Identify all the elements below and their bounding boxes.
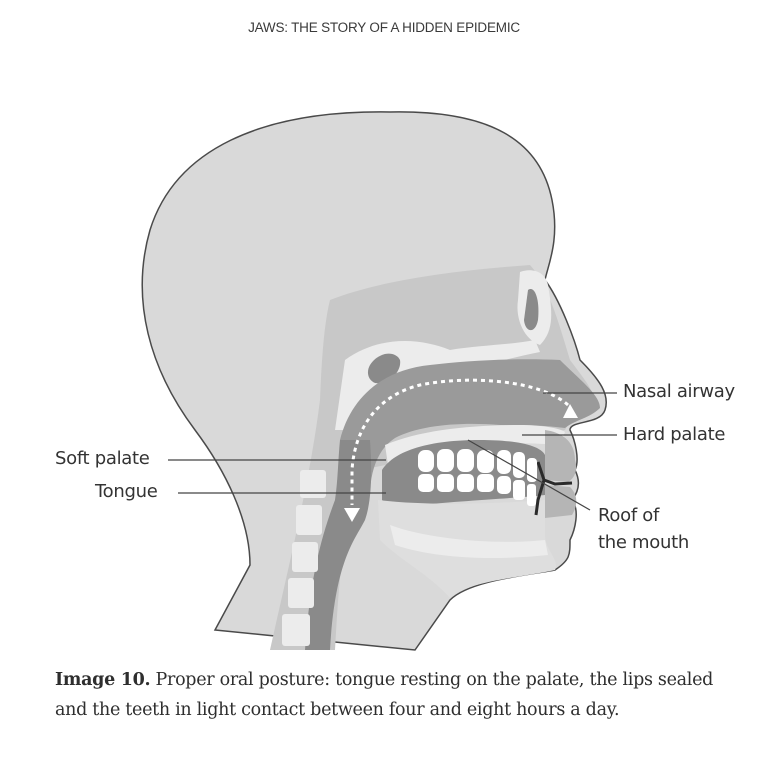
caption-text: Proper oral posture: tongue resting on t… [55,670,714,720]
airflow-arrow-down-icon [344,508,360,522]
head-anatomy-figure: Nasal airway Hard palate Soft palate Ton… [55,111,735,651]
leader-lines [168,392,617,511]
nasal-airway-region [340,359,600,500]
label-roof-line2: the mouth [598,532,689,553]
lip-seal-line [534,461,573,516]
label-roof-line1: Roof of [598,505,660,526]
head-sagittal-illustration [141,111,617,651]
running-header: JAWS: THE STORY OF A HIDDEN EPIDEMIC [248,20,520,35]
label-tongue: Tongue [95,481,158,502]
figure-caption: Image 10. Proper oral posture: tongue re… [55,665,735,725]
airflow-path [350,378,569,505]
frontal-sinus [524,289,539,331]
caption-label: Image 10. [55,670,151,690]
airflow-arrow-up-icon [563,404,578,418]
lower-teeth [418,474,536,506]
hard-palate-region [385,425,565,465]
mandible-bone [390,525,548,558]
label-hard-palate: Hard palate [623,424,726,445]
upper-lip [545,430,577,482]
cervical-vertebrae [282,470,326,646]
label-soft-palate: Soft palate [55,448,150,469]
lower-lip [545,485,577,518]
label-nasal-airway: Nasal airway [623,381,735,402]
